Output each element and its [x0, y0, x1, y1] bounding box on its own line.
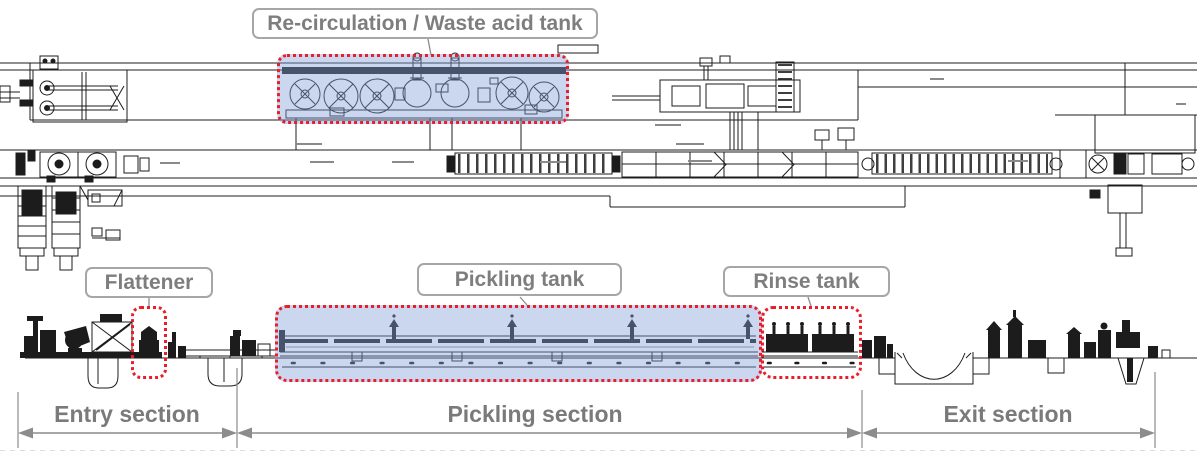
- pickling-tank-label-text: Pickling tank: [454, 267, 585, 291]
- rinse-tank-label: Rinse tank: [723, 266, 890, 297]
- pickling-tank-highlight: [275, 305, 762, 382]
- exit-section-label: Exit section: [943, 401, 1073, 427]
- leader-lines: [148, 38, 812, 307]
- dimension-arrowheads: [18, 427, 1155, 439]
- entry-equipment-plan: [0, 55, 128, 123]
- coil-car-tracks: [17, 185, 123, 271]
- rinse-tank-elevation: [762, 322, 893, 368]
- plan-view-drawing: [0, 44, 1197, 271]
- pickling-tank-elevation: [279, 314, 758, 368]
- recirculation-tank-label: Re-circulation / Waste acid tank: [252, 8, 598, 39]
- recirculation-tank-highlight: [277, 54, 569, 124]
- elevation-view-drawing: [20, 310, 1197, 389]
- acid-piping-manifold: [612, 55, 855, 150]
- flattener-label-text: Flattener: [104, 270, 194, 294]
- welder-and-strip-table: [168, 330, 278, 358]
- flattener-machine: [136, 326, 162, 358]
- process-line-band: [0, 143, 1197, 257]
- looper-pit: [878, 352, 990, 385]
- pickling-section-label: Pickling section: [447, 401, 623, 427]
- rinse-tank-label-text: Rinse tank: [753, 269, 860, 293]
- pickling-tank-label: Pickling tank: [417, 263, 622, 296]
- recirculation-tank-label-text: Re-circulation / Waste acid tank: [267, 11, 583, 35]
- exit-equipment-elevation: [986, 310, 1171, 385]
- flattener-highlight: [131, 306, 167, 379]
- dimension-annotations: [0, 368, 1197, 451]
- entry-section-label: Entry section: [54, 401, 200, 427]
- rinse-tank-highlight: [761, 306, 862, 379]
- flattener-label: Flattener: [85, 267, 213, 298]
